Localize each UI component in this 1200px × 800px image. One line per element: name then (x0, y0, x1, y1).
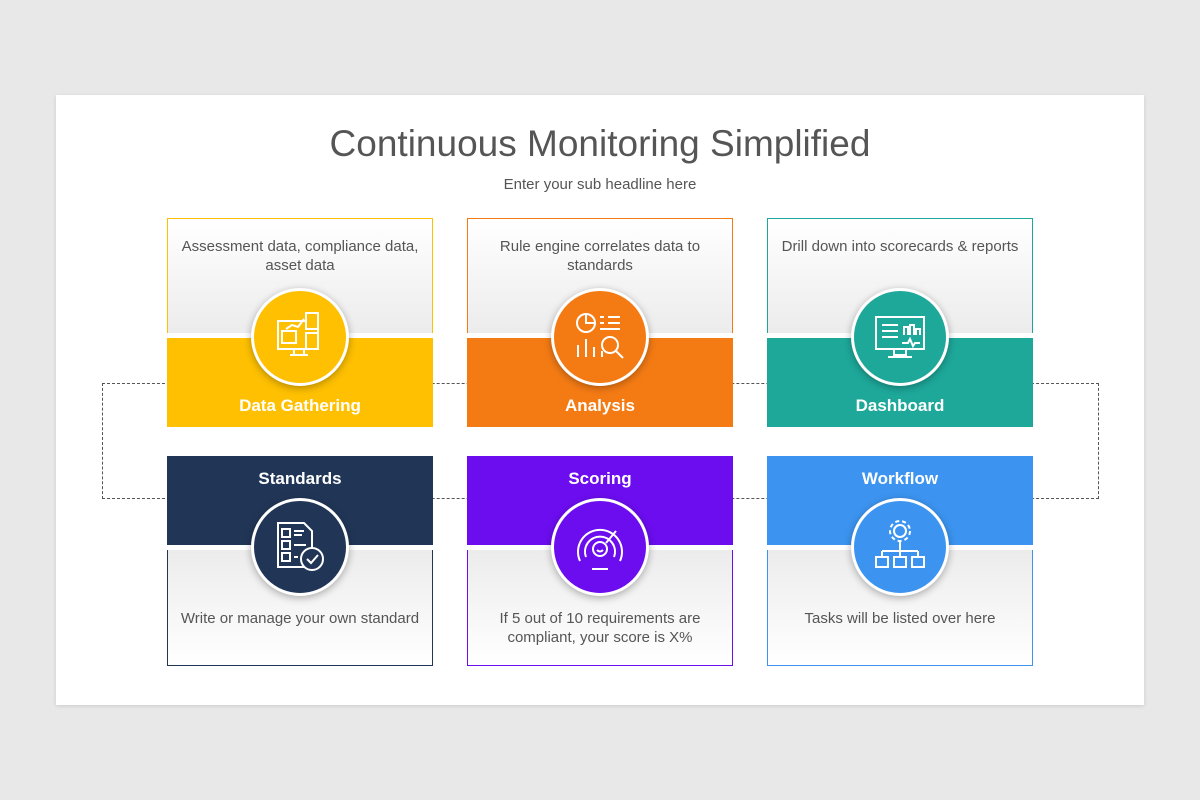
page-subtitle: Enter your sub headline here (503, 176, 697, 193)
card-dashboard: Drill down into scorecards & reports Das… (767, 218, 1033, 428)
page-title: Continuous Monitoring Simplified (329, 123, 871, 164)
card-label: Standards (258, 469, 342, 488)
card-description: If 5 out of 10 requirements are complian… (499, 610, 701, 646)
gauge-icon (551, 498, 649, 596)
computer-data-icon (251, 288, 349, 386)
card-label: Workflow (861, 469, 939, 488)
card-description: Drill down into scorecards & reports (781, 238, 1019, 255)
checklist-icon (251, 498, 349, 596)
card-label: Data Gathering (239, 396, 361, 415)
monitor-dashboard-icon (851, 288, 949, 386)
card-analysis: Rule engine correlates data to standards… (467, 218, 733, 428)
analytics-search-icon (551, 288, 649, 386)
card-description: Write or manage your own standard (180, 610, 420, 627)
card-description: Tasks will be listed over here (804, 610, 996, 627)
card-description: Rule engine correlates data to standards (499, 238, 701, 274)
card-label: Analysis (565, 396, 635, 415)
card-description: Assessment data, compliance data, asset … (181, 238, 419, 274)
card-data-gathering: Assessment data, compliance data, asset … (167, 218, 433, 428)
card-label: Dashboard (855, 396, 945, 415)
card-label: Scoring (568, 469, 632, 488)
card-standards: Standards Write or manage your own stand… (167, 456, 433, 666)
card-scoring: Scoring If 5 out of 10 requirements are … (467, 456, 733, 666)
card-workflow: Workflow Tasks will be listed over here (767, 456, 1033, 666)
gear-workflow-icon (851, 498, 949, 596)
